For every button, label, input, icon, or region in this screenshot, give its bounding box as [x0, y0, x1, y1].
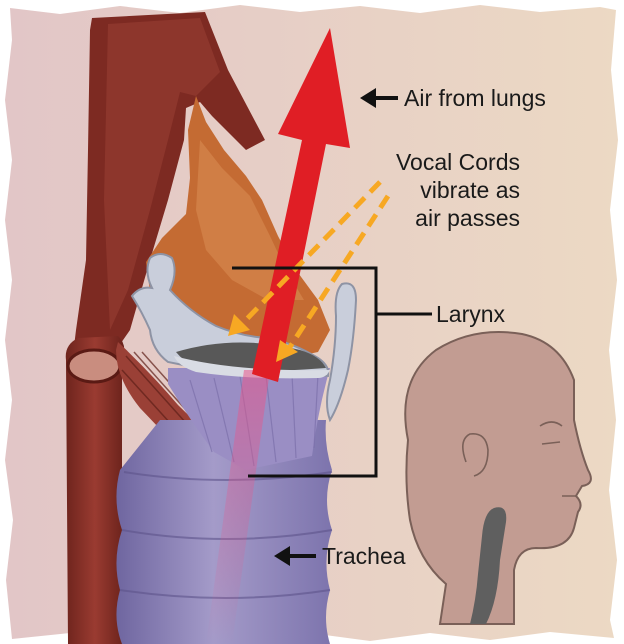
vocal-cords-label-line2: vibrate as	[420, 177, 520, 203]
vocal-cords-label-line3: air passes	[415, 205, 520, 231]
esophagus-opening	[68, 350, 120, 382]
vocal-cords-label-line1: Vocal Cords	[396, 149, 520, 175]
larynx-label: Larynx	[436, 301, 506, 327]
trachea-label: Trachea	[322, 543, 406, 569]
air-from-lungs-label: Air from lungs	[404, 85, 546, 111]
